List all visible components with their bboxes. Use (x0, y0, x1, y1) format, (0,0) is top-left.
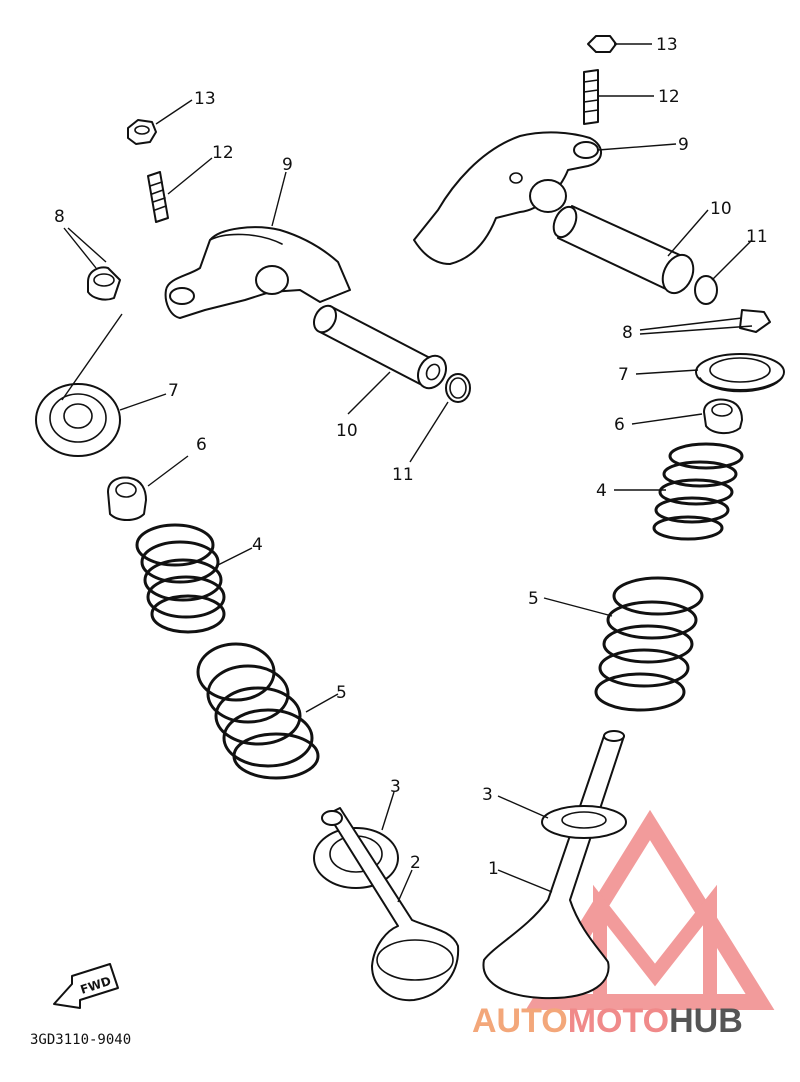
label-13-right: 13 (656, 35, 678, 55)
wordmark-auto: AUTO (472, 1002, 568, 1040)
label-7-left: 7 (168, 381, 179, 401)
label-5-right: 5 (528, 589, 539, 609)
label-4-left: 4 (252, 535, 263, 555)
intake-valve-2-left (321, 807, 460, 1002)
label-10-left: 10 (336, 421, 358, 441)
leader-lines (61, 43, 753, 903)
rocker-arm-9-left (164, 226, 351, 319)
automotohub-logo (525, 809, 775, 1010)
label-9-left: 9 (282, 155, 293, 175)
drawing-code: 3GD3110-9040 (30, 1032, 131, 1048)
o-ring-11-right (694, 275, 718, 305)
valve-stem-seal-6-right (703, 398, 743, 434)
label-6-left: 6 (196, 435, 207, 455)
valve-cotter-8-left (87, 266, 121, 301)
spring-retainer-7-left (35, 383, 121, 457)
label-11-left: 11 (392, 465, 414, 485)
label-6-right: 6 (614, 415, 625, 435)
valve-cotter-8-right (739, 309, 771, 333)
spring-seat-3-right (541, 805, 627, 839)
label-4-right: 4 (596, 481, 607, 501)
wordmark-hub: HUB (669, 1002, 743, 1040)
inner-spring-4-left (135, 523, 226, 634)
label-13-left: 13 (194, 89, 216, 109)
label-8-left: 8 (54, 207, 65, 227)
label-11-right: 11 (746, 227, 768, 247)
label-9-right: 9 (678, 135, 689, 155)
label-1-right: 1 (488, 859, 499, 879)
nut-13-left (127, 119, 157, 145)
exhaust-valve-1-right (482, 730, 625, 1000)
label-5-left: 5 (336, 683, 347, 703)
nut-13-right (587, 35, 617, 53)
adjusting-screw-12-left (147, 171, 169, 223)
label-2-left: 2 (410, 853, 421, 873)
label-3-right: 3 (482, 785, 493, 805)
rocker-shaft-10-left (312, 304, 447, 390)
outer-spring-5-right (594, 576, 704, 712)
automotohub-wordmark: AUTOMOTOHUB (472, 1002, 743, 1040)
label-12-right: 12 (658, 87, 680, 107)
outer-spring-5-left (196, 642, 320, 780)
label-3-left: 3 (390, 777, 401, 797)
label-10-right: 10 (710, 199, 732, 219)
spring-retainer-7-right (695, 353, 785, 393)
fwd-arrow: FWD (53, 963, 119, 1009)
rocker-shaft-10-right (552, 205, 695, 295)
inner-spring-4-right (652, 442, 744, 541)
wordmark-moto: MOTO (568, 1002, 669, 1040)
adjusting-screw-12-right (583, 69, 599, 125)
rocker-arm-9-right (413, 131, 602, 265)
valve-stem-seal-6-left (107, 476, 147, 521)
label-12-left: 12 (212, 143, 234, 163)
label-8-right: 8 (622, 323, 633, 343)
label-7-right: 7 (618, 365, 629, 385)
o-ring-11-left (445, 373, 471, 403)
